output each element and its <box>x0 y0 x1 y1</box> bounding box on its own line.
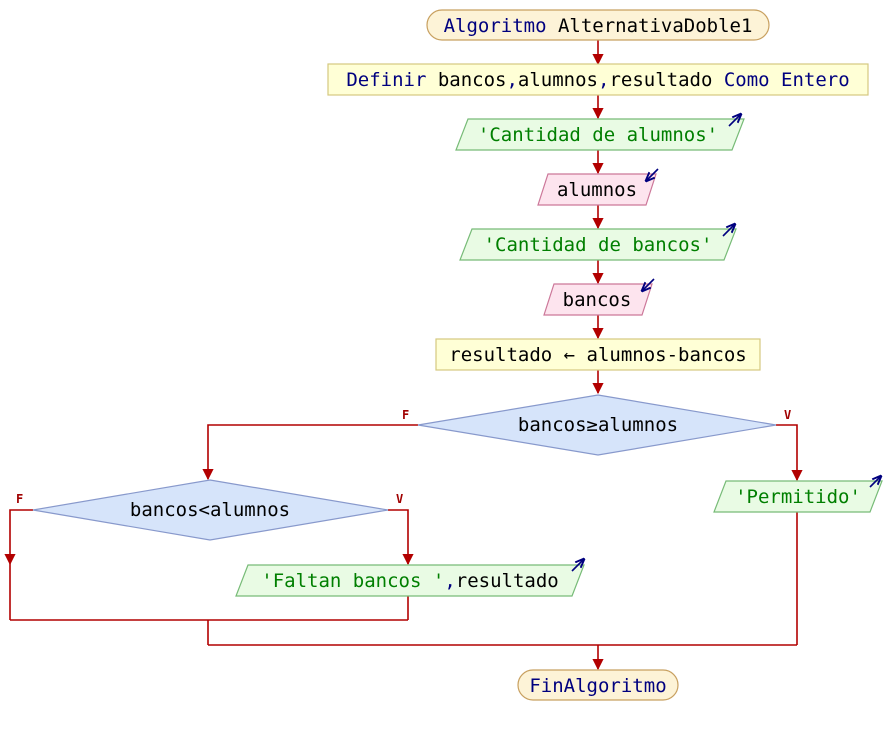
input-variable: alumnos <box>557 179 637 201</box>
end-node: FinAlgoritmo <box>517 669 679 701</box>
decision-condition: bancos<alumnos <box>130 499 290 521</box>
input-node-1: alumnos <box>537 168 659 206</box>
output-text: 'Faltan bancos ',resultado <box>261 570 558 592</box>
output-shape <box>455 118 745 151</box>
assign-text: resultado ← alumnos-bancos <box>449 344 746 366</box>
define-process-shape <box>327 63 869 96</box>
start-label: Algoritmo AlternativaDoble1 <box>444 15 753 37</box>
false-branch-label: F <box>16 492 23 506</box>
decision-node-1: bancos≥alumnos F V <box>402 394 791 456</box>
output-text: 'Permitido' <box>735 486 861 508</box>
output-node-permitido: 'Permitido' <box>713 476 883 513</box>
output-arrow-icon <box>571 559 584 572</box>
output-text: 'Cantidad de alumnos' <box>478 124 718 146</box>
output-shape <box>459 228 737 261</box>
false-branch-label: F <box>402 408 409 422</box>
output-node-faltan: 'Faltan bancos ',resultado <box>235 559 585 597</box>
assign-node: resultado ← alumnos-bancos <box>435 338 761 371</box>
output-arrow-icon <box>869 476 881 488</box>
output-node-2: 'Cantidad de bancos' <box>459 224 737 261</box>
output-shape <box>235 564 585 597</box>
edge-dec1-true <box>776 424 803 482</box>
decision-condition: bancos≥alumnos <box>518 414 678 436</box>
end-terminal-shape <box>517 669 679 701</box>
output-node-1: 'Cantidad de alumnos' <box>455 114 745 151</box>
output-shape <box>713 480 883 513</box>
decision-shape <box>417 394 777 456</box>
output-arrow-icon <box>722 224 735 237</box>
input-node-2: bancos <box>543 278 655 316</box>
input-arrow-icon <box>646 168 659 181</box>
output-arrow-icon <box>728 114 741 127</box>
true-branch-label: V <box>396 492 403 506</box>
edge-dec2-false <box>4 509 33 566</box>
input-arrow-icon <box>642 278 655 291</box>
decision-shape <box>32 479 389 541</box>
input-shape <box>543 283 653 316</box>
input-variable: bancos <box>563 289 632 311</box>
start-terminal-shape <box>426 9 770 41</box>
input-shape <box>537 173 657 206</box>
assign-process-shape <box>435 338 761 371</box>
start-node: Algoritmo AlternativaDoble1 <box>426 9 770 41</box>
edge-dec2-true <box>388 509 414 566</box>
output-text: 'Cantidad de bancos' <box>484 234 713 256</box>
connectors <box>4 40 803 671</box>
define-node: Definir bancos,alumnos,resultado Como En… <box>327 63 869 96</box>
decision-node-2: bancos<alumnos F V <box>16 479 403 541</box>
edge-dec1-false <box>202 424 418 481</box>
end-label: FinAlgoritmo <box>529 675 666 697</box>
true-branch-label: V <box>784 408 791 422</box>
define-label: Definir bancos,alumnos,resultado Como En… <box>346 69 849 91</box>
